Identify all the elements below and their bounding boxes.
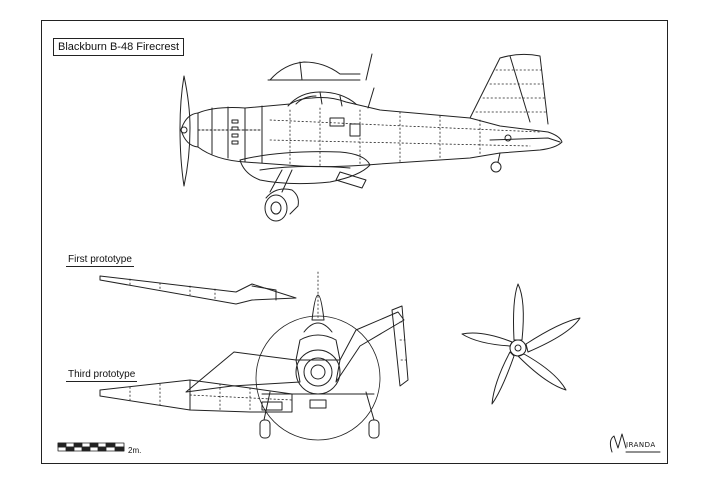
third-prototype-label: Third prototype [66,369,138,382]
drawing-frame [41,20,668,464]
drawing-title: Blackburn B-48 Firecrest [53,38,185,56]
aircraft-front-view-icon [185,271,409,441]
aircraft-side-view-icon [179,53,563,222]
third-prototype-wing-icon [99,379,293,413]
scale-label: 2m. [128,446,142,455]
first-prototype-wing-icon [99,275,297,305]
canopy-detail-icon [267,53,373,81]
first-prototype-label: First prototype [66,254,134,267]
artist-signature-logo [609,433,661,453]
propeller-icon [461,283,581,405]
artist-signature-text: IRANDA [626,441,656,449]
scale-bar-icon [57,442,125,452]
